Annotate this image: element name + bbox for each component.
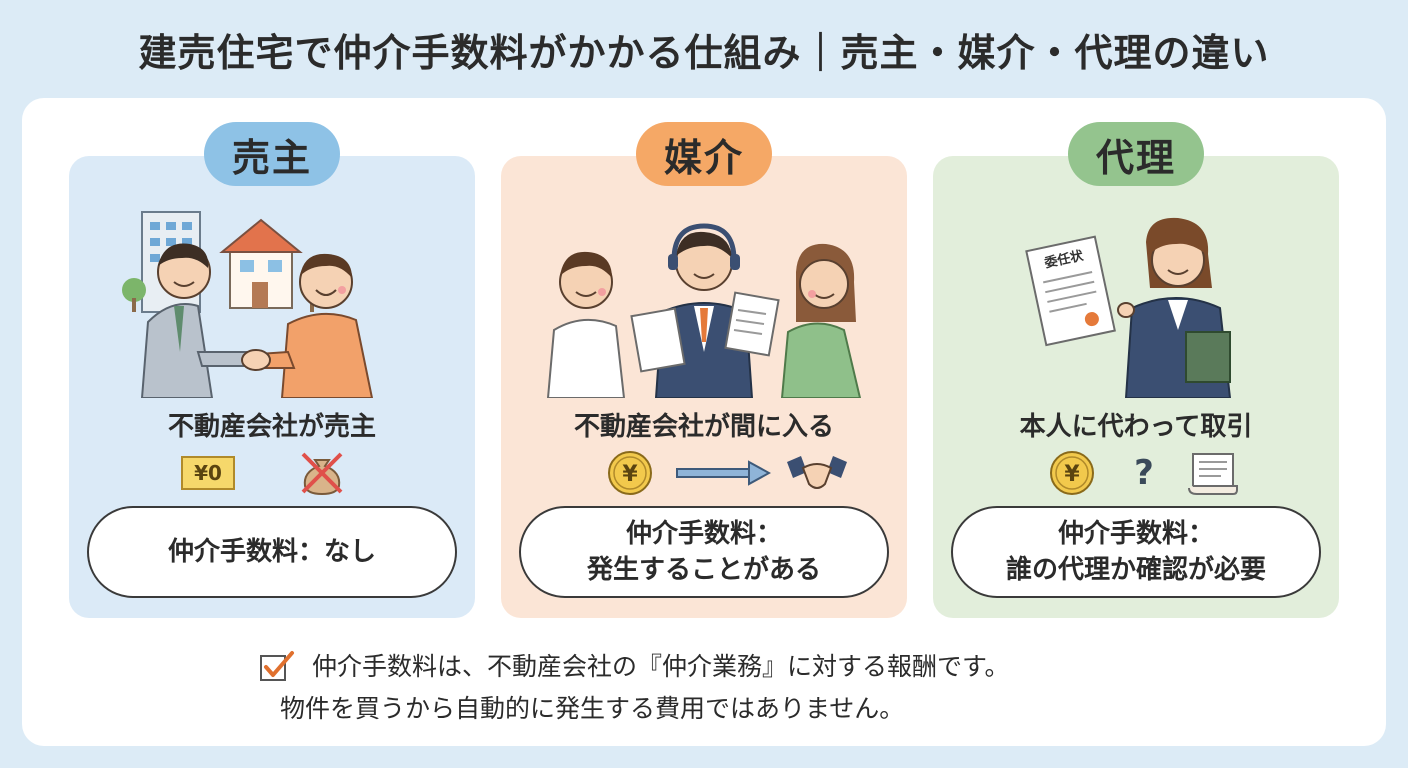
contract-scroll-icon (1188, 453, 1238, 495)
seller-handshake-illustration (122, 211, 374, 398)
question-mark-icon: ? (1134, 453, 1154, 493)
main-card: 売主 (22, 98, 1386, 746)
agent-fee-box: 仲介手数料： 誰の代理か確認が必要 (951, 506, 1321, 598)
checkbox-check-icon (260, 651, 294, 681)
seller-label-pill: 売主 (203, 122, 341, 186)
handshake-icon (787, 456, 847, 489)
broker-panel: 媒介 (501, 122, 907, 618)
seller-fee-box: 仲介手数料：なし (87, 506, 457, 598)
right-arrow-icon (676, 460, 771, 486)
broker-label-pill: 媒介 (635, 122, 773, 186)
broker-fee-line2: 発生することがある (586, 555, 821, 585)
agent-caption: 本人に代わって取引 (1019, 412, 1253, 442)
svg-text:¥: ¥ (1064, 462, 1080, 487)
note-line-1: 仲介手数料は、不動産会社の『仲介業務』に対する報酬です。 (312, 652, 1010, 681)
crossed-money-bag-icon (301, 452, 343, 496)
yen-zero-badge-icon: ¥0 (181, 456, 235, 490)
agent-label-pill: 代理 (1067, 122, 1205, 186)
seller-caption: 不動産会社が売主 (167, 412, 376, 442)
agent-fee-line1: 仲介手数料： (1057, 519, 1214, 549)
svg-text:¥: ¥ (622, 462, 638, 487)
seller-panel: 売主 (69, 122, 475, 618)
broker-fee-line1: 仲介手数料： (625, 519, 782, 549)
agent-fee-line2: 誰の代理か確認が必要 (1005, 555, 1266, 585)
note-line-2: 物件を買うから自動的に発生する費用ではありません。 (280, 694, 905, 723)
note-block: 仲介手数料は、不動産会社の『仲介業務』に対する報酬です。 物件を買うから自動的に… (260, 646, 1162, 730)
yen-coin-icon: ¥ (1050, 451, 1094, 495)
seller-icon-row: ¥0 (69, 450, 475, 496)
agent-icon-row: ¥ ? (933, 450, 1339, 496)
agent-panel: 代理 委任状 本人に代わって取引 (933, 122, 1339, 618)
broker-fee-box: 仲介手数料： 発生することがある (519, 506, 889, 598)
broker-icon-row: ¥ (501, 450, 907, 496)
broker-meeting-illustration (546, 223, 862, 398)
seller-fee-text: 仲介手数料：なし (167, 537, 376, 567)
yen-coin-icon: ¥ (608, 451, 652, 495)
broker-caption: 不動産会社が間に入る (573, 412, 834, 442)
page-title: 建売住宅で仲介手数料がかかる仕組み｜売主・媒介・代理の違い (138, 31, 1270, 75)
agent-document-illustration: 委任状 (1025, 217, 1232, 398)
yen-zero-badge-text: ¥0 (194, 461, 222, 485)
